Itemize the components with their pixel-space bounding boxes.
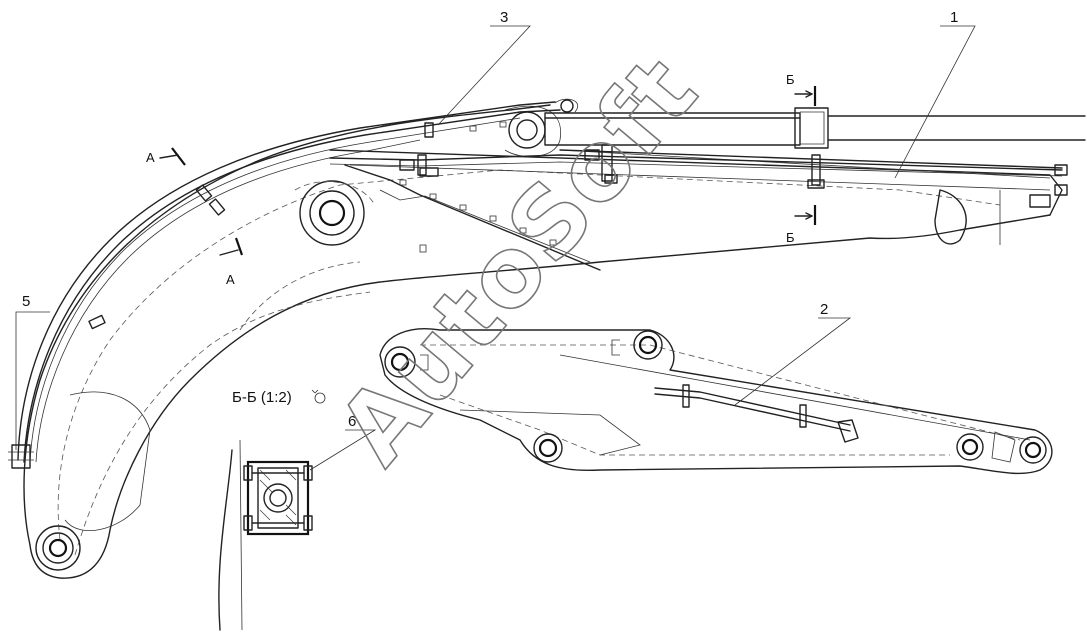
hydraulic-hoses (8, 101, 1063, 469)
section-view-title: Б-Б (1:2) (232, 389, 292, 406)
section-mark-a-top: А (146, 150, 155, 165)
section-view-b-b (218, 439, 313, 631)
line-clamps (399, 144, 1068, 208)
callout-1: 1 (950, 9, 958, 26)
watermark: AutoSoft (317, 35, 720, 485)
callout-5: 5 (22, 293, 30, 310)
section-mark-a-bottom: А (226, 272, 235, 287)
section-arrow-a-top (159, 147, 186, 166)
section-mark-b-bottom: Б (786, 230, 795, 245)
web-bolts (399, 121, 557, 253)
callout-2: 2 (820, 301, 828, 318)
section-mark-b-top: Б (786, 72, 795, 87)
boom-foot-pin (35, 525, 81, 571)
section-arrow-b-bottom (794, 205, 817, 225)
rotated-view-symbol (311, 389, 326, 404)
callout-6: 6 (348, 413, 356, 430)
arm-linkage (379, 328, 1053, 475)
section-arrow-b-top (794, 86, 817, 106)
boom-cylinder-pin (294, 180, 376, 246)
leader-lines (15, 25, 976, 471)
hydraulic-cylinder (544, 98, 1086, 149)
section-arrow-a-bottom (219, 237, 244, 256)
callout-3: 3 (500, 9, 508, 26)
